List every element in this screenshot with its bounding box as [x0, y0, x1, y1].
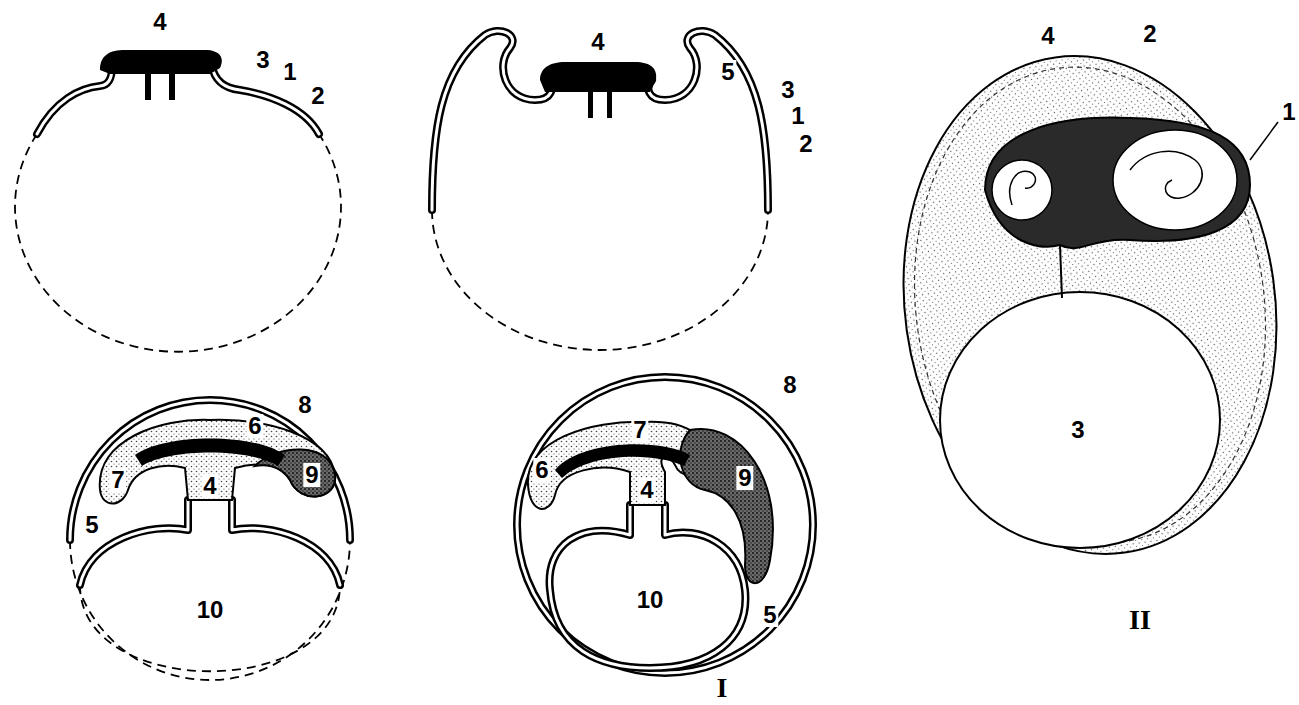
allantois [680, 429, 773, 583]
stage-d [517, 377, 813, 673]
amniotic-fold [432, 31, 552, 210]
callout-number: 3 [254, 48, 271, 72]
callout-number: 5 [719, 60, 736, 84]
callout-number: 3 [1069, 418, 1086, 442]
chorion [70, 400, 350, 540]
callout-number: 9 [303, 463, 320, 487]
callout-number: 10 [195, 598, 226, 622]
yolk-sac [80, 500, 188, 585]
yolk-outline [80, 585, 340, 671]
embryo-body [1113, 130, 1237, 230]
callout-number: 8 [296, 393, 313, 417]
callout-number: 1 [281, 60, 298, 84]
callout-number: 3 [779, 78, 796, 102]
yolk-sac [80, 500, 188, 585]
yolk-outline [432, 210, 768, 350]
chorion-outline [70, 540, 350, 680]
mesoderm [100, 420, 335, 504]
callout-number: 7 [109, 468, 126, 492]
amniotic-fold [648, 31, 768, 210]
yolk-sac [550, 505, 746, 668]
yolk [940, 292, 1220, 548]
embryo-head [992, 160, 1052, 220]
germ-layers [37, 66, 112, 134]
embryo-detail [1130, 151, 1202, 198]
callout-number: 4 [1039, 24, 1056, 48]
albumen-boundary [884, 44, 1295, 566]
callout-number: 1 [1280, 100, 1297, 124]
callout-number: 8 [781, 373, 798, 397]
callout-number: 4 [589, 30, 606, 54]
panel-label: II [1127, 606, 1153, 634]
yolk-sac [550, 505, 746, 668]
amnion [985, 118, 1250, 249]
yolk-sac [232, 500, 340, 585]
panel-label: I [715, 674, 730, 702]
leader-line [1250, 122, 1278, 160]
embryo-detail [1010, 171, 1036, 205]
chorion [517, 377, 813, 673]
yolk-sac [232, 500, 340, 585]
callout-number: 9 [736, 466, 753, 490]
mesoderm [528, 422, 706, 509]
chorion [517, 377, 813, 673]
gut-channel [593, 92, 607, 120]
callout-number: 2 [797, 132, 814, 156]
callout-number: 5 [761, 603, 778, 627]
yolk-outline [15, 134, 341, 352]
germ-layers [37, 66, 112, 134]
callout-number: 5 [83, 513, 100, 537]
callout-number: 1 [789, 104, 806, 128]
embryo [555, 444, 690, 478]
germ-layers [212, 66, 319, 134]
stage-b [432, 31, 768, 350]
callout-number: 2 [309, 84, 326, 108]
germ-layers [212, 66, 319, 134]
embryo [135, 439, 285, 467]
callout-number: 2 [1141, 22, 1158, 46]
shell-membrane [872, 32, 1299, 579]
yolk-stalk [1060, 245, 1062, 298]
callout-number: 6 [533, 458, 550, 482]
callout-number: 4 [151, 10, 168, 34]
stage-a [15, 50, 341, 352]
callout-number: 6 [246, 414, 263, 438]
amniotic-fold [432, 31, 552, 210]
egg [872, 32, 1299, 579]
gut-channel [151, 74, 169, 102]
callout-number: 4 [638, 478, 655, 502]
stage-c [70, 400, 350, 680]
callout-number: 10 [635, 588, 666, 612]
chorion [70, 400, 350, 540]
callout-number: 7 [631, 418, 648, 442]
amniotic-fold [648, 31, 768, 210]
callout-number: 4 [201, 474, 218, 498]
